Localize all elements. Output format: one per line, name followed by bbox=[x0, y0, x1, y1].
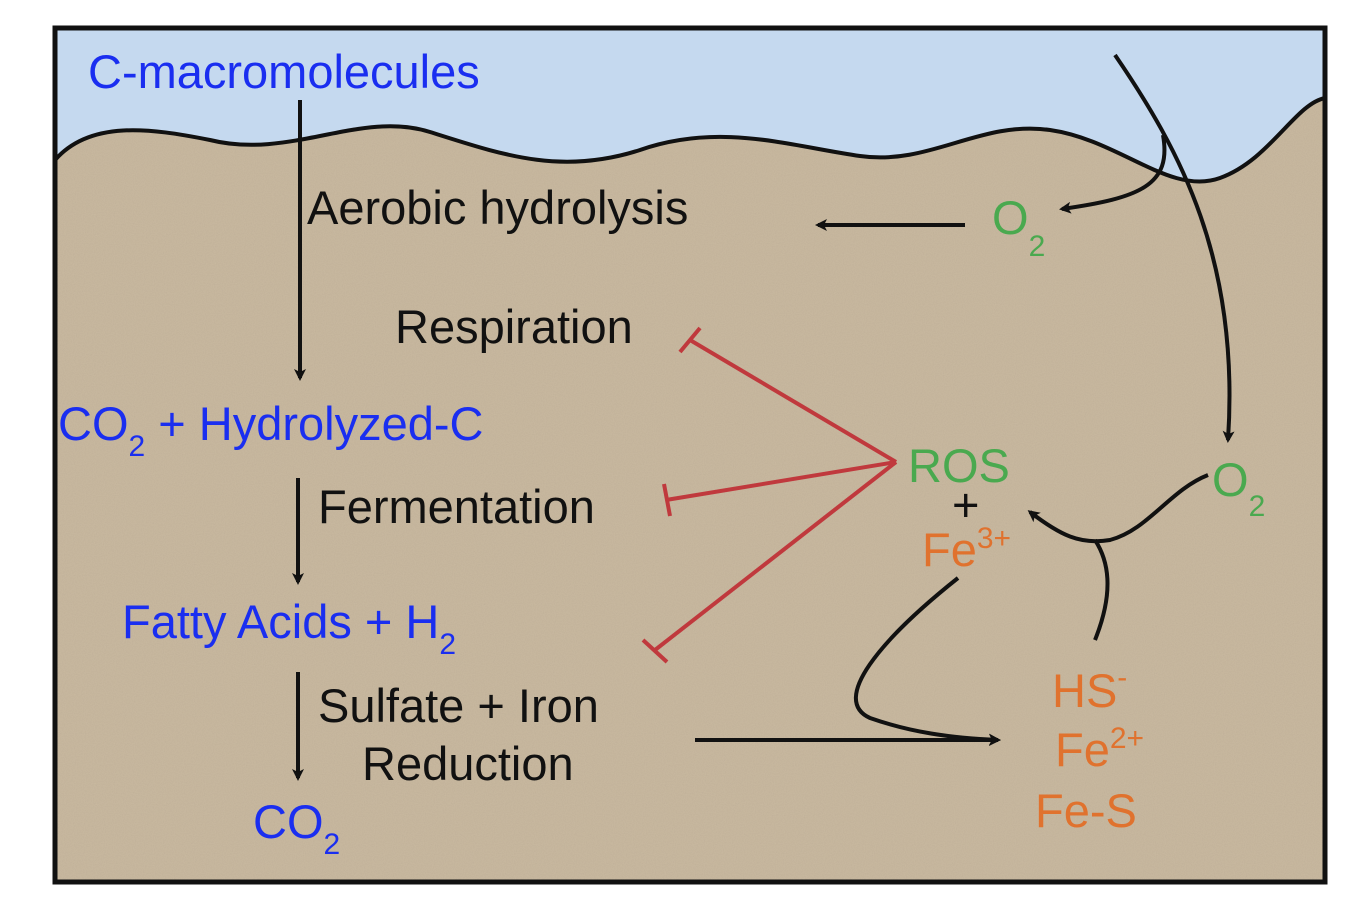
arrow-fe3-to-reduced bbox=[854, 576, 1001, 746]
label-sulfate-iron: Sulfate + Iron bbox=[318, 679, 599, 732]
label-fes: Fe-S bbox=[1035, 784, 1137, 837]
label-fatty-acids: Fatty Acids + H2 bbox=[122, 595, 456, 661]
label-fe2: Fe2+ bbox=[1055, 722, 1144, 776]
label-c-macromolecules: C-macromolecules bbox=[88, 45, 480, 98]
label-plus: + bbox=[952, 478, 979, 531]
diagram-frame bbox=[52, 25, 1328, 885]
inhibit-reduction-bar bbox=[641, 638, 669, 664]
label-o2-top: O2 bbox=[992, 191, 1045, 263]
water-sediment-interface bbox=[53, 96, 1326, 184]
label-co2-final: CO2 bbox=[253, 795, 340, 861]
label-respiration: Respiration bbox=[395, 300, 633, 353]
inhibit-respiration bbox=[688, 338, 898, 464]
inhibit-fermentation-bar bbox=[662, 483, 672, 517]
arrow-water-to-o2-right bbox=[1113, 53, 1235, 443]
label-o2-right: O2 bbox=[1212, 453, 1265, 523]
inhibit-respiration-bar bbox=[678, 326, 702, 354]
label-ros: ROS bbox=[908, 439, 1010, 492]
label-hs: HS- bbox=[1052, 661, 1127, 717]
line-hs-to-junction bbox=[1093, 538, 1110, 641]
label-fe3: Fe3+ bbox=[922, 522, 1011, 576]
arrow-branch-to-o2-top bbox=[1059, 134, 1167, 214]
sediment-layer bbox=[55, 98, 1325, 882]
label-co2-hydrolyzed: CO2 + Hydrolyzed-C bbox=[58, 397, 483, 463]
label-reduction: Reduction bbox=[362, 737, 574, 790]
arrow-o2-to-ros bbox=[1027, 473, 1209, 544]
inhibit-reduction bbox=[653, 460, 898, 652]
label-aerobic-hydrolysis: Aerobic hydrolysis bbox=[307, 181, 688, 234]
label-fermentation: Fermentation bbox=[318, 480, 595, 533]
inhibit-fermentation bbox=[665, 460, 897, 502]
inhibition-lines bbox=[641, 326, 898, 664]
